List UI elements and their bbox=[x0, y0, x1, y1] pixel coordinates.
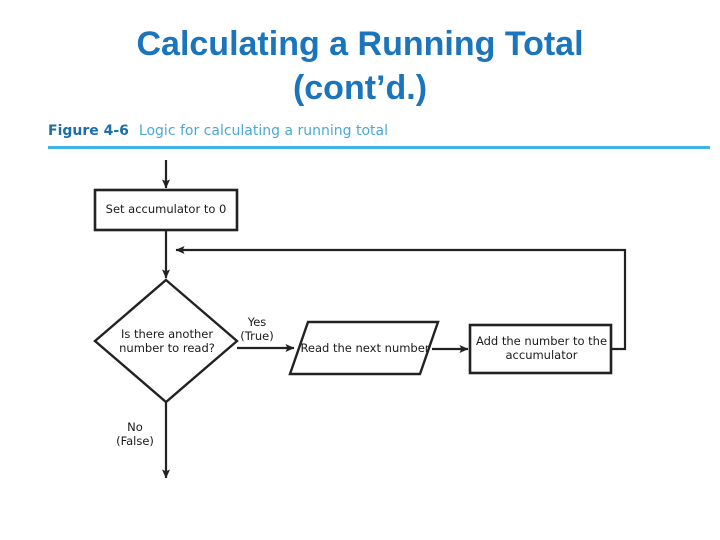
node-set-accumulator-box bbox=[93, 188, 239, 232]
edge-loop-back-path bbox=[175, 246, 627, 351]
page-title: Calculating a Running Total (cont’d.) bbox=[0, 22, 720, 110]
figure-number: Figure 4-6 bbox=[48, 123, 129, 139]
figure-divider-rule bbox=[48, 146, 710, 149]
page-title-line-2: (cont’d.) bbox=[292, 69, 428, 107]
figure-caption: Figure 4-6 Logic for calculating a runnin… bbox=[48, 122, 712, 142]
node-read-number-parallelogram bbox=[288, 320, 440, 376]
page-title-line-1: Calculating a Running Total bbox=[136, 25, 584, 63]
figure-caption-text: Logic for calculating a running total bbox=[138, 123, 388, 139]
node-decision-diamond bbox=[93, 278, 239, 404]
node-add-number-box bbox=[468, 323, 613, 375]
